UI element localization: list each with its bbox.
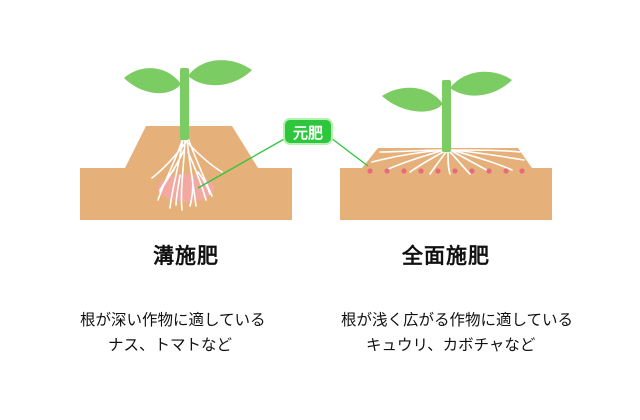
broadcast-leaf-left [382,87,443,112]
trench-description-line1: 根が深い作物に適している [80,311,266,329]
trench-stem [180,68,189,140]
trench-soil-mound [80,126,292,220]
trench-roots [151,137,223,211]
broadcast-leaf-right [450,71,512,96]
leader-line-right [330,137,369,167]
broadcast-soil-bed [340,148,552,220]
trench-leaf-left [124,68,181,94]
broadcast-description-line2: キュウリ、カボチャなど [366,336,536,354]
trench-illustration [80,60,292,220]
broadcast-description-line1: 根が浅く広がる作物に適している [341,311,574,329]
broadcast-illustration [340,71,552,220]
broadcast-fertilizer-dots [367,168,525,174]
trench-title: 溝施肥 [153,244,219,268]
leader-line-left [197,137,287,189]
broadcast-title: 全面施肥 [402,244,490,268]
fertilizer-label-badge: 元肥 [283,118,333,145]
trench-leaf-right [188,60,252,86]
trench-description-line2: ナス、トマトなど [108,336,233,354]
broadcast-stem [442,80,451,152]
